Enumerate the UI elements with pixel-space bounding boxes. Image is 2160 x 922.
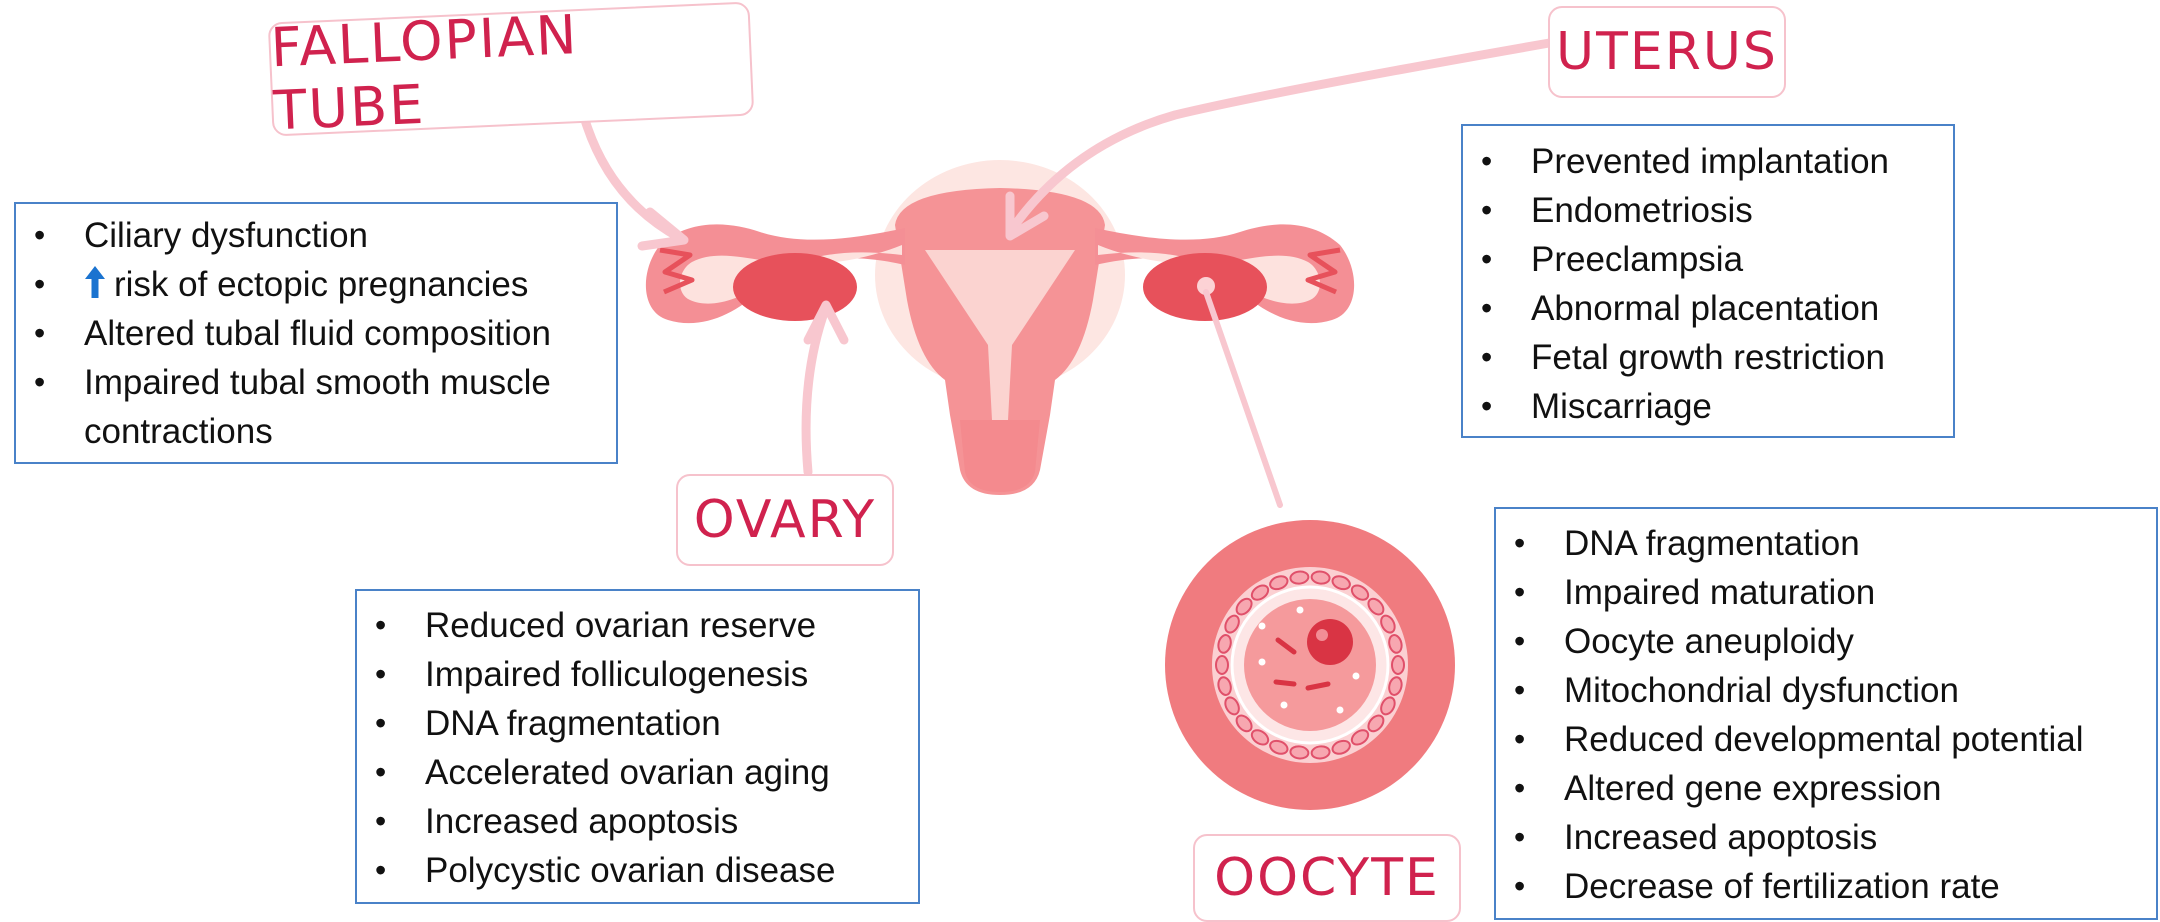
uterus-effects-box: Prevented implantation Endometriosis Pre… [1461, 124, 1955, 438]
oocyte-nucleolus [1316, 629, 1328, 641]
cumulus-cell [1216, 656, 1228, 674]
list-item: Decrease of fertilization rate [1496, 862, 2156, 911]
granule [1281, 702, 1288, 709]
ectopic-risk-text: risk of ectopic pregnancies [114, 265, 528, 304]
ovary-effects-box: Reduced ovarian reserve Impaired follicu… [355, 589, 920, 904]
list-item: Mitochondrial dysfunction [1496, 666, 2156, 715]
oocyte-effects-box: DNA fragmentation Impaired maturation Oo… [1494, 507, 2158, 920]
granule [1353, 673, 1360, 680]
list-item: Polycystic ovarian disease [357, 846, 918, 895]
up-arrow-icon [84, 264, 106, 300]
ovary-effects-list: Reduced ovarian reserve Impaired follicu… [357, 601, 918, 895]
list-item: Ciliary dysfunction [16, 211, 616, 260]
oocyte-effects-list: DNA fragmentation Impaired maturation Oo… [1496, 519, 2156, 911]
list-item: Impaired folliculogenesis [357, 650, 918, 699]
list-item: DNA fragmentation [357, 699, 918, 748]
list-item: Reduced ovarian reserve [357, 601, 918, 650]
granule [1259, 623, 1266, 630]
list-item: Altered tubal fluid composition [16, 309, 616, 358]
fallopian-tube-label: FALLOPIAN TUBE [268, 2, 755, 137]
organelle [1276, 682, 1294, 684]
list-item: Abnormal placentation [1463, 284, 1953, 333]
list-item: Impaired maturation [1496, 568, 2156, 617]
cumulus-cell [1392, 656, 1404, 674]
left-ovary [733, 253, 857, 321]
list-item: Increased apoptosis [1496, 813, 2156, 862]
list-item: Preeclampsia [1463, 235, 1953, 284]
list-item: Oocyte aneuploidy [1496, 617, 2156, 666]
granule [1337, 707, 1344, 714]
ovary-label: OVARY [676, 474, 894, 566]
list-item: risk of ectopic pregnancies [16, 260, 616, 309]
list-item: Accelerated ovarian aging [357, 748, 918, 797]
list-item: Impaired tubal smooth muscle contraction… [16, 358, 604, 456]
uterus-effects-list: Prevented implantation Endometriosis Pre… [1463, 137, 1953, 431]
granule [1259, 659, 1266, 666]
list-item: Prevented implantation [1463, 137, 1953, 186]
oocyte-label: OOCYTE [1193, 834, 1461, 922]
list-item: Miscarriage [1463, 382, 1953, 431]
granule [1297, 607, 1304, 614]
list-item: Increased apoptosis [357, 797, 918, 846]
fallopian-effects-list: Ciliary dysfunction risk of ectopic preg… [16, 211, 616, 456]
fallopian-effects-box: Ciliary dysfunction risk of ectopic preg… [14, 202, 618, 464]
list-item: Endometriosis [1463, 186, 1953, 235]
oocyte-cell [1165, 520, 1455, 810]
oocyte-nucleus [1307, 619, 1353, 665]
list-item: Fetal growth restriction [1463, 333, 1953, 382]
list-item: Reduced developmental potential [1496, 715, 2156, 764]
list-item: Altered gene expression [1496, 764, 2156, 813]
cervix [960, 420, 1040, 492]
list-item: DNA fragmentation [1496, 519, 2156, 568]
oocyte-connector [1206, 292, 1280, 505]
uterus-label: UTERUS [1548, 6, 1786, 98]
